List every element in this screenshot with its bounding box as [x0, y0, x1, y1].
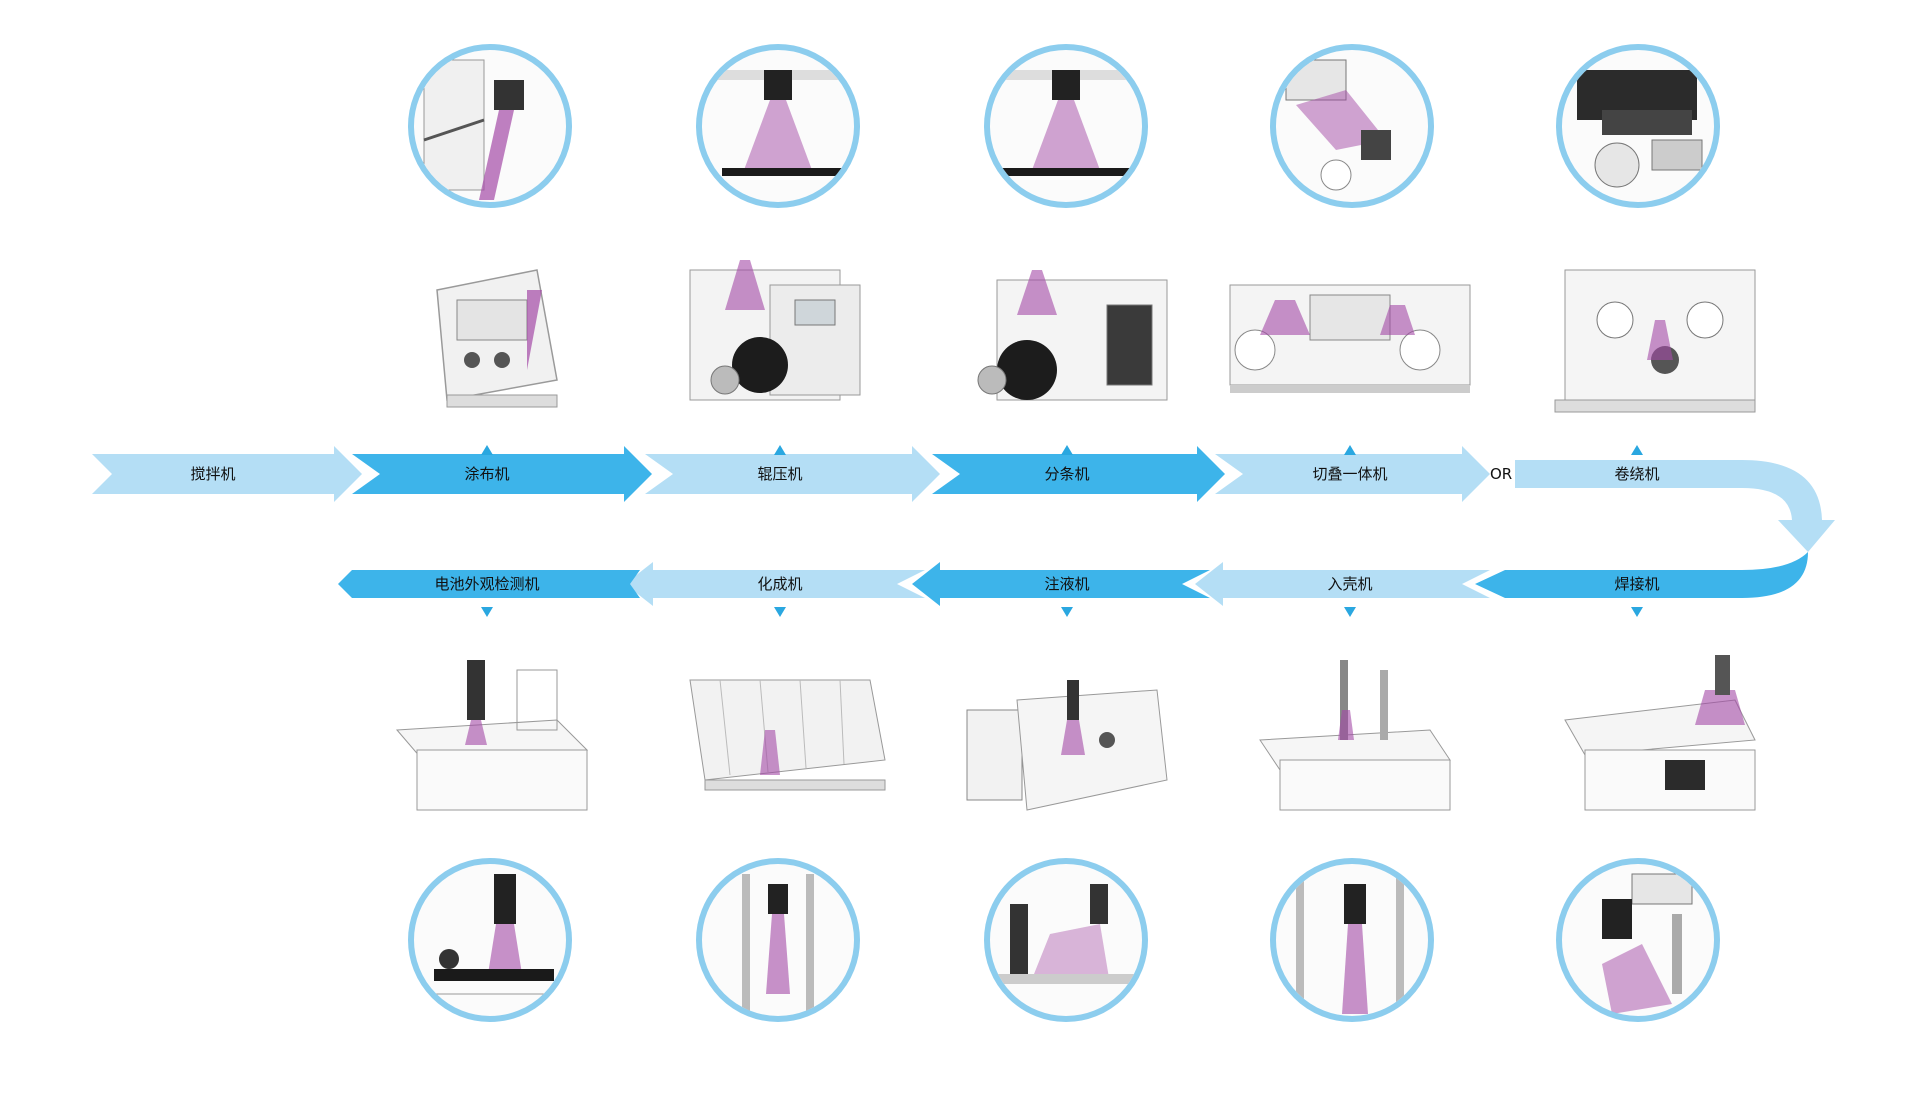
coater-machine-image [377, 230, 597, 420]
flow-arrow-bottom-2 [912, 562, 1210, 606]
down-marker-2 [1061, 607, 1073, 617]
flow-arrow-top-2 [645, 446, 940, 502]
flow-arrow-bottom-0 [338, 570, 640, 598]
up-marker-2 [1061, 445, 1073, 455]
coater-camera-detail [408, 44, 572, 208]
roller-press-camera-detail [696, 44, 860, 208]
cut-stack-machine-image [1220, 230, 1471, 420]
flow-arrow-top-3 [932, 446, 1225, 502]
stage-label-slitter: 分条机 [1044, 465, 1090, 483]
electrolyte-filling-machine-image [957, 640, 1177, 830]
up-marker-1 [774, 445, 786, 455]
or-label: OR [1490, 465, 1513, 483]
flow-arrow-bottom-3 [1195, 562, 1490, 606]
down-marker-0 [481, 607, 493, 617]
down-marker-3 [1344, 607, 1356, 617]
stage-label-electrolyte-filling: 注液机 [1044, 575, 1090, 593]
stage-label-appearance-inspection: 电池外观检测机 [434, 575, 540, 593]
welding-machine-image [1545, 640, 1765, 830]
flow-arrow-top-1 [352, 446, 652, 502]
welding-camera-detail [1556, 858, 1720, 1022]
stage-label-cut-stack: 切叠一体机 [1312, 465, 1388, 483]
stage-label-welding: 焊接机 [1614, 575, 1660, 593]
slitter-machine-image [957, 230, 1177, 420]
down-marker-1 [774, 607, 786, 617]
stage-label-winder: 卷绕机 [1614, 465, 1660, 483]
winder-machine-image [1545, 250, 1765, 440]
flow-arrow-turn [1515, 460, 1835, 552]
up-marker-4 [1631, 445, 1643, 455]
stage-label-casing: 入壳机 [1327, 575, 1373, 593]
up-marker-3 [1344, 445, 1356, 455]
stage-label-coater: 涂布机 [464, 465, 510, 483]
appearance-inspection-camera-detail [408, 858, 572, 1022]
flow-arrow-bottom-1 [625, 562, 925, 606]
winder-camera-detail [1556, 44, 1720, 208]
casing-machine-image [1240, 640, 1460, 830]
roller-press-machine-image [670, 230, 890, 420]
formation-machine-image [670, 640, 890, 830]
stage-label-roller-press: 辊压机 [757, 465, 803, 483]
flow-arrow-bottom-4 [1475, 552, 1808, 598]
flow-arrow-top-0 [92, 446, 362, 502]
stage-label-formation: 化成机 [757, 575, 803, 593]
cut-stack-camera-detail [1270, 44, 1434, 208]
stage-label-mixer: 搅拌机 [190, 465, 236, 483]
appearance-inspection-machine-image [377, 640, 597, 830]
formation-camera-detail [696, 858, 860, 1022]
casing-camera-detail [1270, 858, 1434, 1022]
flow-arrow-top-4 [1215, 446, 1490, 502]
electrolyte-filling-camera-detail [984, 858, 1148, 1022]
up-marker-0 [481, 445, 493, 455]
slitter-camera-detail [984, 44, 1148, 208]
down-marker-4 [1631, 607, 1643, 617]
